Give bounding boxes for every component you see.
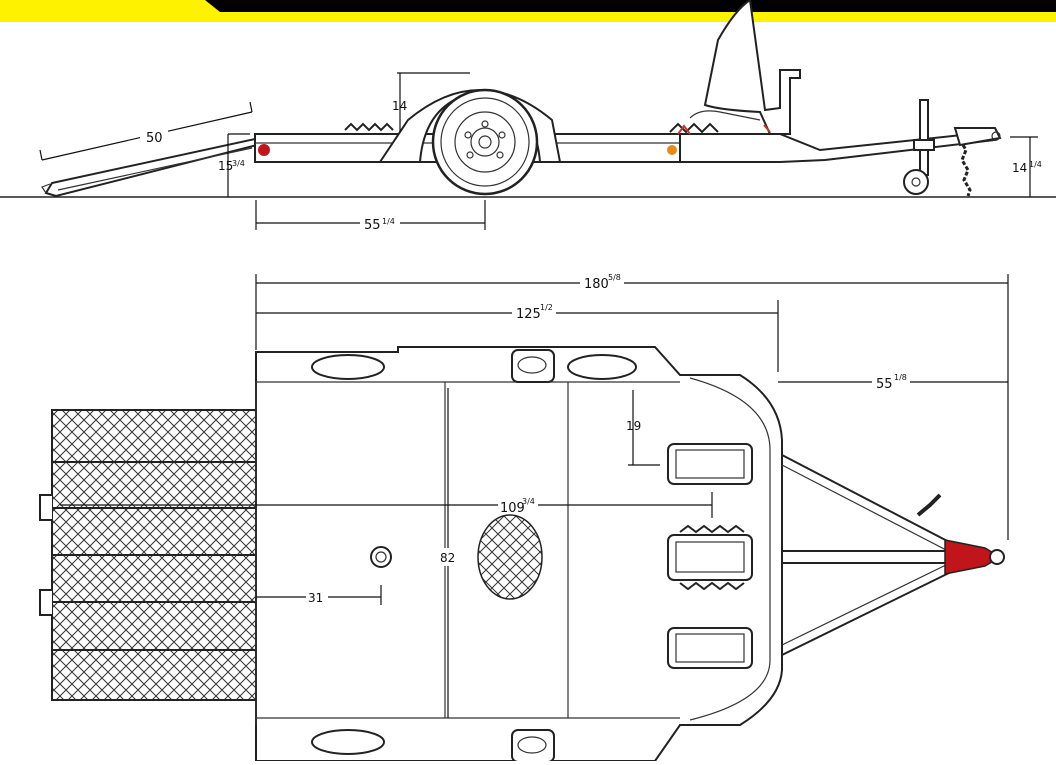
dim-label-deck: 15 [218,159,233,173]
side-view: 50 14 15 3/4 55 1/4 14 1/4 [0,0,1056,233]
svg-text:5/8: 5/8 [608,273,621,282]
dim-tongue-length: 55 1/8 [778,372,1008,392]
dim-ramp: 50 [39,101,253,161]
fender-top [311,349,637,763]
dim-label-hitch: 14 [1012,161,1027,175]
dim-fender-height: 14 [392,72,470,132]
dim-overall-length: 180 5/8 [255,272,1009,540]
deck-frame-side [254,130,997,163]
center-pad [477,514,543,600]
wheel-assembly [378,88,562,196]
wheel-icon [431,88,539,196]
dim-label-bed-reach: 109 [500,501,525,516]
coupler-icon [916,493,1005,575]
dim-inner-width: 19 [626,390,660,466]
dim-bed-reach: 109 3/4 [60,492,713,518]
mesh-ramp-icon [39,409,263,701]
dim-label-tongue: 55 [876,377,893,392]
dim-label-bed: 125 [516,307,541,322]
dim-label-overall: 180 [584,277,609,292]
svg-text:1/8: 1/8 [894,373,907,382]
coupler-icon [953,127,1002,147]
dim-hitch-height: 14 1/4 [1010,136,1042,197]
tie-down-icon [344,122,394,132]
dim-deck-height: 15 3/4 [218,133,250,197]
dim-label-inner-width: 19 [626,419,641,433]
dim-label-width: 82 [440,551,455,565]
reflector-icon [258,144,270,156]
dim-center-offset: 31 [256,585,382,606]
dim-width: 82 [440,388,460,718]
tongue-top [781,454,956,656]
dim-label-axle: 55 [364,218,381,233]
jack-wheel-icon [903,99,935,195]
dim-bed-length: 125 1/2 [256,300,779,372]
dim-label-fender: 14 [392,99,407,113]
tie-down-icon [370,546,392,568]
safety-chain-icon [958,139,972,197]
chock-plates [667,443,753,669]
top-view: 180 5/8 125 1/2 55 1/8 [39,272,1009,763]
dim-axle-position: 55 1/4 [255,200,486,233]
reflector-icon [667,145,677,155]
top-banner [0,0,1056,22]
dim-label-center: 31 [308,591,323,605]
svg-text:1/4: 1/4 [1029,160,1042,169]
svg-text:3/4: 3/4 [232,159,245,168]
svg-text:1/2: 1/2 [540,303,553,312]
dim-label-ramp: 50 [146,131,163,146]
svg-text:1/4: 1/4 [382,217,395,226]
wheel-chock-stand [689,0,801,135]
svg-text:3/4: 3/4 [522,497,535,506]
